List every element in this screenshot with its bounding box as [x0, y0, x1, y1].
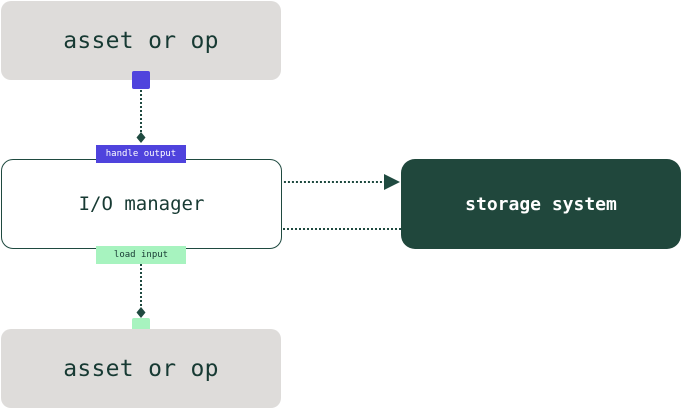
- handle-diamond-icon: [136, 132, 146, 143]
- bottom-asset-label: asset or op: [63, 355, 219, 382]
- bottom-asset-node[interactable]: asset or op: [1, 329, 281, 408]
- load-input-tag: load input: [96, 246, 186, 264]
- output-connector: [132, 71, 150, 89]
- storage-system-node[interactable]: storage system: [401, 159, 681, 249]
- storage-system-label: storage system: [465, 193, 617, 215]
- top-asset-node[interactable]: asset or op: [1, 1, 281, 80]
- top-asset-label: asset or op: [63, 27, 219, 54]
- load-diamond-icon: [136, 307, 146, 318]
- io-manager-label: I/O manager: [78, 193, 205, 215]
- io-manager-node[interactable]: I/O manager: [1, 159, 282, 249]
- handle-output-tag: handle output: [96, 145, 186, 163]
